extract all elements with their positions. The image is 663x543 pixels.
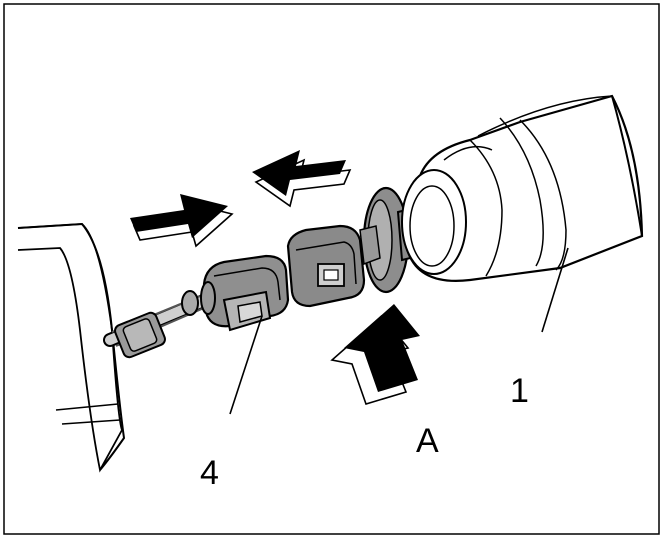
- body-panel: [17, 222, 126, 473]
- sensor-body: [401, 94, 644, 282]
- figure-frame: [3, 3, 660, 535]
- label-part-1: 1: [510, 372, 529, 410]
- connector-plug: [200, 254, 290, 332]
- label-arrow-a: A: [416, 422, 439, 460]
- arrow-right-icon: [130, 194, 234, 248]
- label-part-4: 4: [200, 454, 219, 492]
- leader-line-4: [229, 315, 263, 415]
- arrow-a-icon: [330, 304, 420, 405]
- connector-socket: [286, 186, 410, 308]
- leader-line-1: [541, 247, 569, 333]
- wire-harness: [103, 290, 213, 359]
- arrow-left-icon: [252, 150, 352, 208]
